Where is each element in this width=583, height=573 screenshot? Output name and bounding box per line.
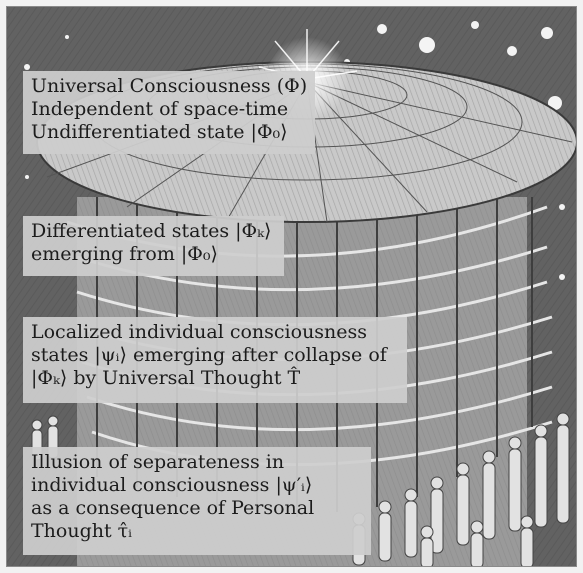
differentiated-states-label: Differentiated states |Φₖ⟩ emerging from…	[23, 216, 284, 276]
illustration-frame: Universal Consciousness (Φ) Independent …	[6, 6, 577, 567]
illusion-line-3: as a consequence of Personal	[31, 497, 315, 519]
illusion-separateness-label: Illusion of separateness in individual c…	[23, 447, 371, 555]
localized-consciousness-label: Localized individual consciousness state…	[23, 317, 407, 403]
universal-line-3: Undifferentiated state |Φ₀⟩	[31, 121, 288, 143]
illusion-line-4: Thought τ̂ᵢ	[31, 520, 132, 542]
crowd-figures	[31, 412, 570, 566]
localized-line-2: states |ψᵢ⟩ emerging after collapse of	[31, 344, 387, 366]
universal-line-2: Independent of space-time	[31, 98, 289, 120]
localized-line-3: |Φₖ⟩ by Universal Thought T̂	[31, 367, 301, 389]
differentiated-line-1: Differentiated states |Φₖ⟩	[31, 220, 272, 242]
illusion-line-1: Illusion of separateness in	[31, 451, 285, 473]
universal-consciousness-label: Universal Consciousness (Φ) Independent …	[23, 71, 315, 154]
illusion-line-2: individual consciousness |ψ′ᵢ⟩	[31, 474, 313, 496]
differentiated-line-2: emerging from |Φ₀⟩	[31, 243, 218, 265]
localized-line-1: Localized individual consciousness	[31, 321, 368, 343]
universal-line-1: Universal Consciousness (Φ)	[31, 75, 308, 97]
